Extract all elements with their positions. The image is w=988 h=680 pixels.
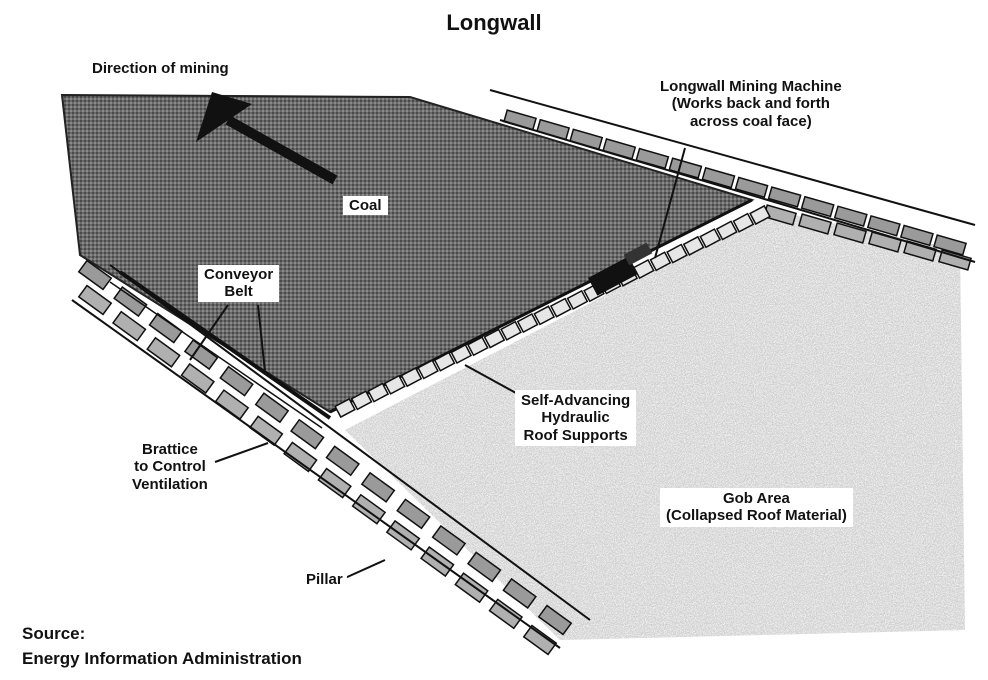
pillar-block: [466, 551, 502, 583]
roof-support: [566, 289, 589, 310]
pillar-block: [899, 224, 934, 247]
roof-support: [367, 382, 390, 403]
conveyor-label: Conveyor Belt: [198, 265, 280, 302]
pillar-block: [522, 624, 558, 656]
pillar-block: [219, 365, 254, 397]
leader-lines: [189, 147, 686, 579]
machine-label: Longwall Mining Machine (Works back and …: [660, 78, 842, 130]
left-entry-line-2: [109, 264, 591, 621]
roof-support: [533, 305, 556, 326]
conveyor-label-line-2: Belt: [224, 283, 253, 301]
conveyor-leader-1: [189, 304, 229, 361]
roof-support: [433, 351, 456, 372]
roof-support: [483, 328, 506, 349]
conveyor-belt-edge: [109, 281, 323, 429]
supports-label-line-1: Self-Advancing: [521, 392, 631, 409]
pillar-block: [767, 186, 802, 208]
gob-label: Gob Area (Collapsed Roof Material): [660, 488, 853, 527]
longwall-machine: [587, 256, 639, 296]
roof-support: [466, 336, 489, 357]
brattice-label-line-1: Brattice: [141, 441, 198, 458]
conveyor-belt: [118, 270, 332, 420]
pillar-block: [537, 604, 573, 636]
source-heading: Source:: [22, 624, 86, 643]
pillar-block: [866, 214, 901, 237]
pillar-block: [937, 249, 973, 271]
roof-support: [682, 235, 705, 256]
pillar-block: [325, 445, 360, 477]
shearer-drum: [623, 242, 653, 266]
supports-label-line-3: Roof Supports: [523, 426, 628, 444]
machine-leader: [654, 147, 686, 259]
pillar-block: [180, 362, 215, 394]
diagram-title: Longwall: [446, 10, 542, 35]
roof-support: [450, 343, 473, 365]
pillar-leader: [344, 559, 386, 579]
pillar-block: [77, 284, 113, 316]
machine-label-line-2: (Works back and forth: [671, 95, 830, 113]
pillar-block: [454, 572, 489, 604]
supports-label-line-2: Hydraulic: [541, 409, 610, 427]
roof-support: [715, 220, 738, 241]
pillar-block: [254, 392, 290, 424]
roof-support: [649, 251, 672, 272]
roof-support: [699, 228, 722, 249]
pillar-block: [797, 213, 833, 235]
pillar-block: [932, 234, 968, 256]
roof-support: [334, 397, 356, 419]
roof-support: [516, 313, 539, 334]
pillar-block: [734, 176, 769, 199]
pillar-block: [701, 166, 736, 189]
machine-label-line-3: across coal face): [689, 112, 812, 130]
conveyor-label-line-1: Conveyor: [204, 266, 274, 283]
pillar-block: [396, 498, 431, 530]
brattice-leader: [214, 442, 269, 463]
roof-support: [350, 390, 373, 411]
conveyor-leader-2: [257, 304, 266, 373]
right-pillars: [502, 109, 973, 271]
left-pillars: [77, 259, 573, 656]
gob-label-line-2: (Collapsed Roof Material): [666, 507, 847, 525]
roof-support: [732, 212, 755, 233]
pillar-block: [800, 195, 835, 218]
brattice-label: Brattice to Control Ventilation: [128, 440, 212, 494]
roof-support: [383, 374, 406, 395]
pillar-block: [183, 339, 219, 371]
pillar-block: [113, 286, 148, 318]
roof-support: [500, 320, 522, 341]
brattice-label-line-3: Ventilation: [132, 475, 208, 493]
pillar-block: [431, 524, 467, 556]
roof-support: [666, 243, 688, 264]
pillar-block: [668, 157, 703, 179]
supports-label: Self-Advancing Hydraulic Roof Supports: [515, 390, 637, 446]
roof-support: [549, 297, 572, 318]
direction-arrow: [196, 92, 338, 185]
pillar-block: [833, 205, 868, 227]
gob-label-line-1: Gob Area: [722, 490, 790, 507]
pillar-block: [146, 336, 181, 368]
pillar-block: [317, 467, 352, 499]
direction-label: Direction of mining: [92, 60, 229, 77]
roof-support: [417, 359, 439, 380]
right-entry-line-2: [499, 119, 976, 263]
roof-support: [749, 204, 771, 226]
roof-support: [400, 367, 423, 388]
right-entry-line: [489, 89, 976, 226]
source-name: Energy Information Administration: [22, 648, 302, 668]
pillar-block: [283, 441, 318, 473]
coal-label: Coal: [343, 196, 388, 216]
left-entry-line: [71, 299, 561, 649]
source-note: Source: Energy Information Administratio…: [22, 622, 302, 671]
pillar-block: [111, 310, 147, 342]
pillar-label: Pillar: [302, 570, 347, 590]
pillar-block: [488, 598, 524, 630]
pillar-block: [77, 259, 113, 291]
pillar-block: [290, 418, 325, 450]
pillar-block: [360, 471, 396, 503]
machine-label-line-1: Longwall Mining Machine: [660, 78, 842, 95]
pillar-block: [832, 222, 868, 244]
brattice-label-line-2: to Control: [134, 458, 206, 476]
pillar-block: [502, 577, 537, 609]
